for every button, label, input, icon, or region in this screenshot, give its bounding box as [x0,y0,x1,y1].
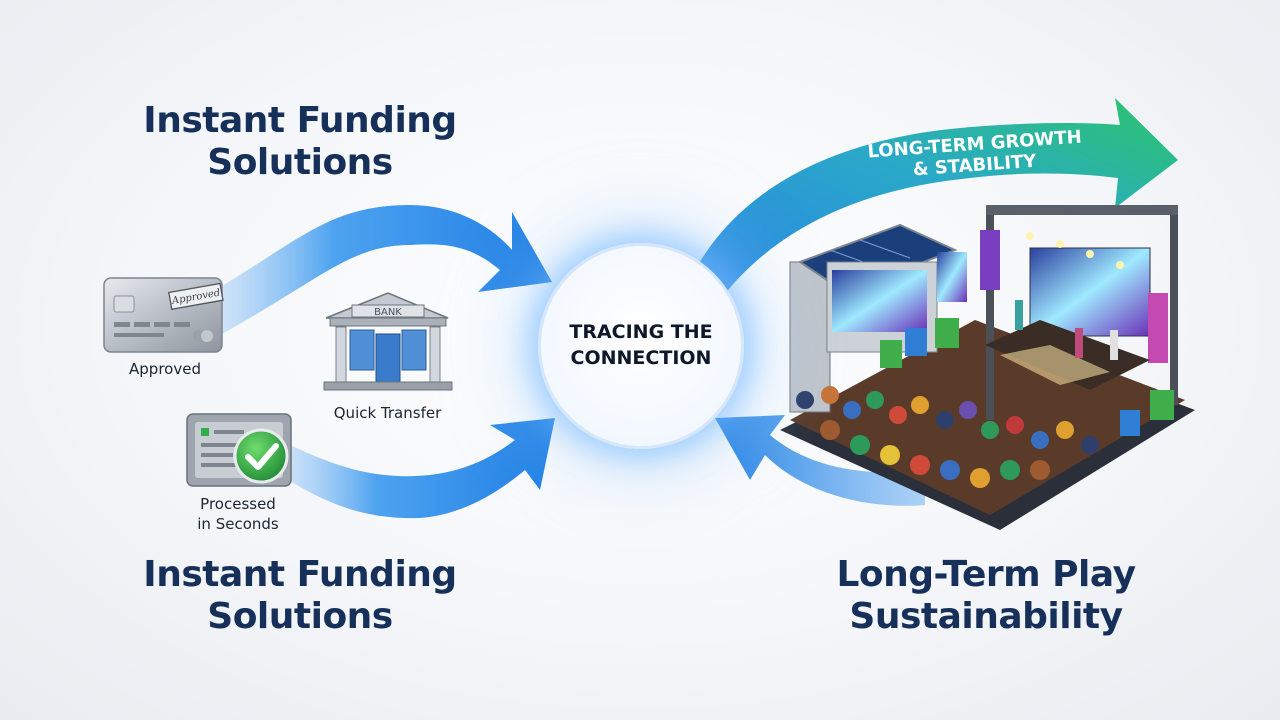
label-approved: Approved [129,360,201,378]
center-title-line: TRACING THE [569,321,713,344]
label-quick-transfer: Quick Transfer [333,404,442,422]
heading-line: Instant Funding [143,100,457,141]
bank-sign: BANK [374,307,402,318]
center-title: TRACING THE CONNECTION [569,320,712,371]
label-line: Processed [200,495,276,513]
arrow-upper-left [215,205,552,335]
label-processed: Processed in Seconds [168,495,308,534]
heading-instant-funding-top: Instant Funding Solutions [90,100,510,185]
processed-icon [186,413,292,487]
heading-instant-funding-bottom: Instant Funding Solutions [90,554,510,639]
credit-card-icon: Approved [103,277,224,353]
arrow-lower-left [280,418,555,519]
heading-line: Long-Term Play [836,554,1136,595]
heading-line: Solutions [207,596,393,638]
label-line: in Seconds [197,514,279,533]
heading-line: Instant Funding [143,554,457,595]
bank-icon: BANK [323,292,453,391]
center-circle: TRACING THE CONNECTION [538,243,744,449]
heading-long-term-play: Long-Term Play Sustainability [776,554,1196,639]
heading-line: Solutions [207,142,393,184]
heading-line: Sustainability [849,596,1123,638]
event-venue-illustration [780,205,1195,530]
center-title-line: CONNECTION [570,347,712,369]
arrow-lower-right [715,415,925,506]
